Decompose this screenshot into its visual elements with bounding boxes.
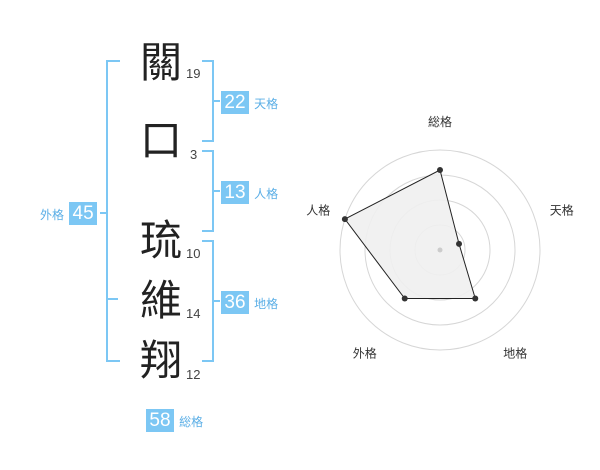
gaikaku-stub [100,212,106,214]
chikaku-label: 地格 [254,297,279,311]
jinkaku-stub [214,190,220,192]
soukaku-group: 58 総格 [146,409,203,432]
gaikaku-value: 45 [69,202,98,225]
radar-axis-label-1: 総格 [428,114,452,129]
radar-axis-label-3: 地格 [503,346,527,361]
radar-axis-label-4: 外格 [353,346,377,361]
stroke-count-2: 3 [190,147,198,162]
radar-series-area [344,169,476,300]
radar-point-4 [401,295,408,302]
jinkaku-group: 13 人格 [221,181,278,204]
soukaku-value: 58 [146,409,174,432]
radar-axis-label-5: 人格 [306,202,330,217]
gaikaku-label: 外格 [40,208,65,222]
chikaku-bracket [202,240,214,362]
tenkaku-group: 22 天格 [221,91,278,114]
name-char-5: 翔 [140,336,183,385]
gaikaku-group: 外格 45 [40,202,98,225]
stroke-count-5: 12 [186,367,201,382]
gaikaku-split-tick [106,298,118,300]
radar-grid-ring [339,149,541,351]
stroke-count-3: 10 [186,246,201,261]
radar-point-2 [456,240,463,247]
name-char-4: 維 [140,276,183,325]
tenkaku-bracket [202,60,214,142]
jinkaku-bracket [202,150,214,232]
name-char-2: 口 [140,116,183,165]
chikaku-stub [214,300,220,302]
radar-point-3 [472,295,479,302]
gaikaku-bracket [106,60,120,362]
radar-point-5 [341,216,348,223]
radar-axis-label-2: 天格 [550,202,574,217]
name-char-3: 琉 [140,216,183,265]
stroke-count-4: 14 [186,306,201,321]
chikaku-value: 36 [221,291,249,314]
tenkaku-value: 22 [221,91,249,114]
chikaku-group: 36 地格 [221,291,278,314]
radar-center-dot [437,247,443,253]
soukaku-label: 総格 [179,415,204,429]
tenkaku-label: 天格 [254,97,279,111]
jinkaku-label: 人格 [254,187,279,201]
tenkaku-stub [214,100,220,102]
jinkaku-value: 13 [221,181,249,204]
stroke-count-1: 19 [186,66,201,81]
name-char-1: 關 [140,38,183,87]
radar-point-1 [437,167,443,173]
